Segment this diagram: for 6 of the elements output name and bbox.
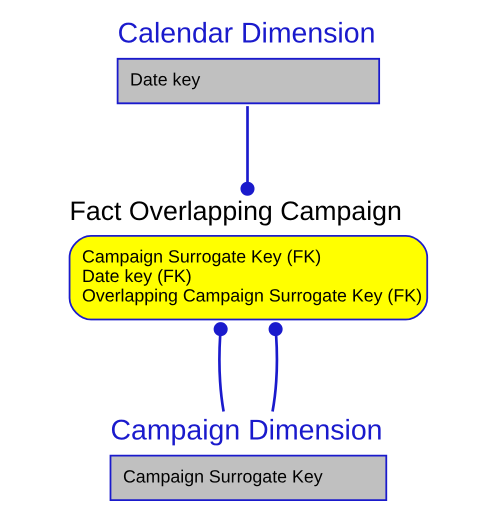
connector [213, 322, 228, 412]
node-label: Calendar Dimension [117, 17, 375, 50]
node-label: Fact Overlapping Campaign [69, 196, 402, 226]
node-label: Campaign Dimension [110, 414, 382, 446]
connector [268, 322, 282, 412]
connector [240, 106, 254, 196]
